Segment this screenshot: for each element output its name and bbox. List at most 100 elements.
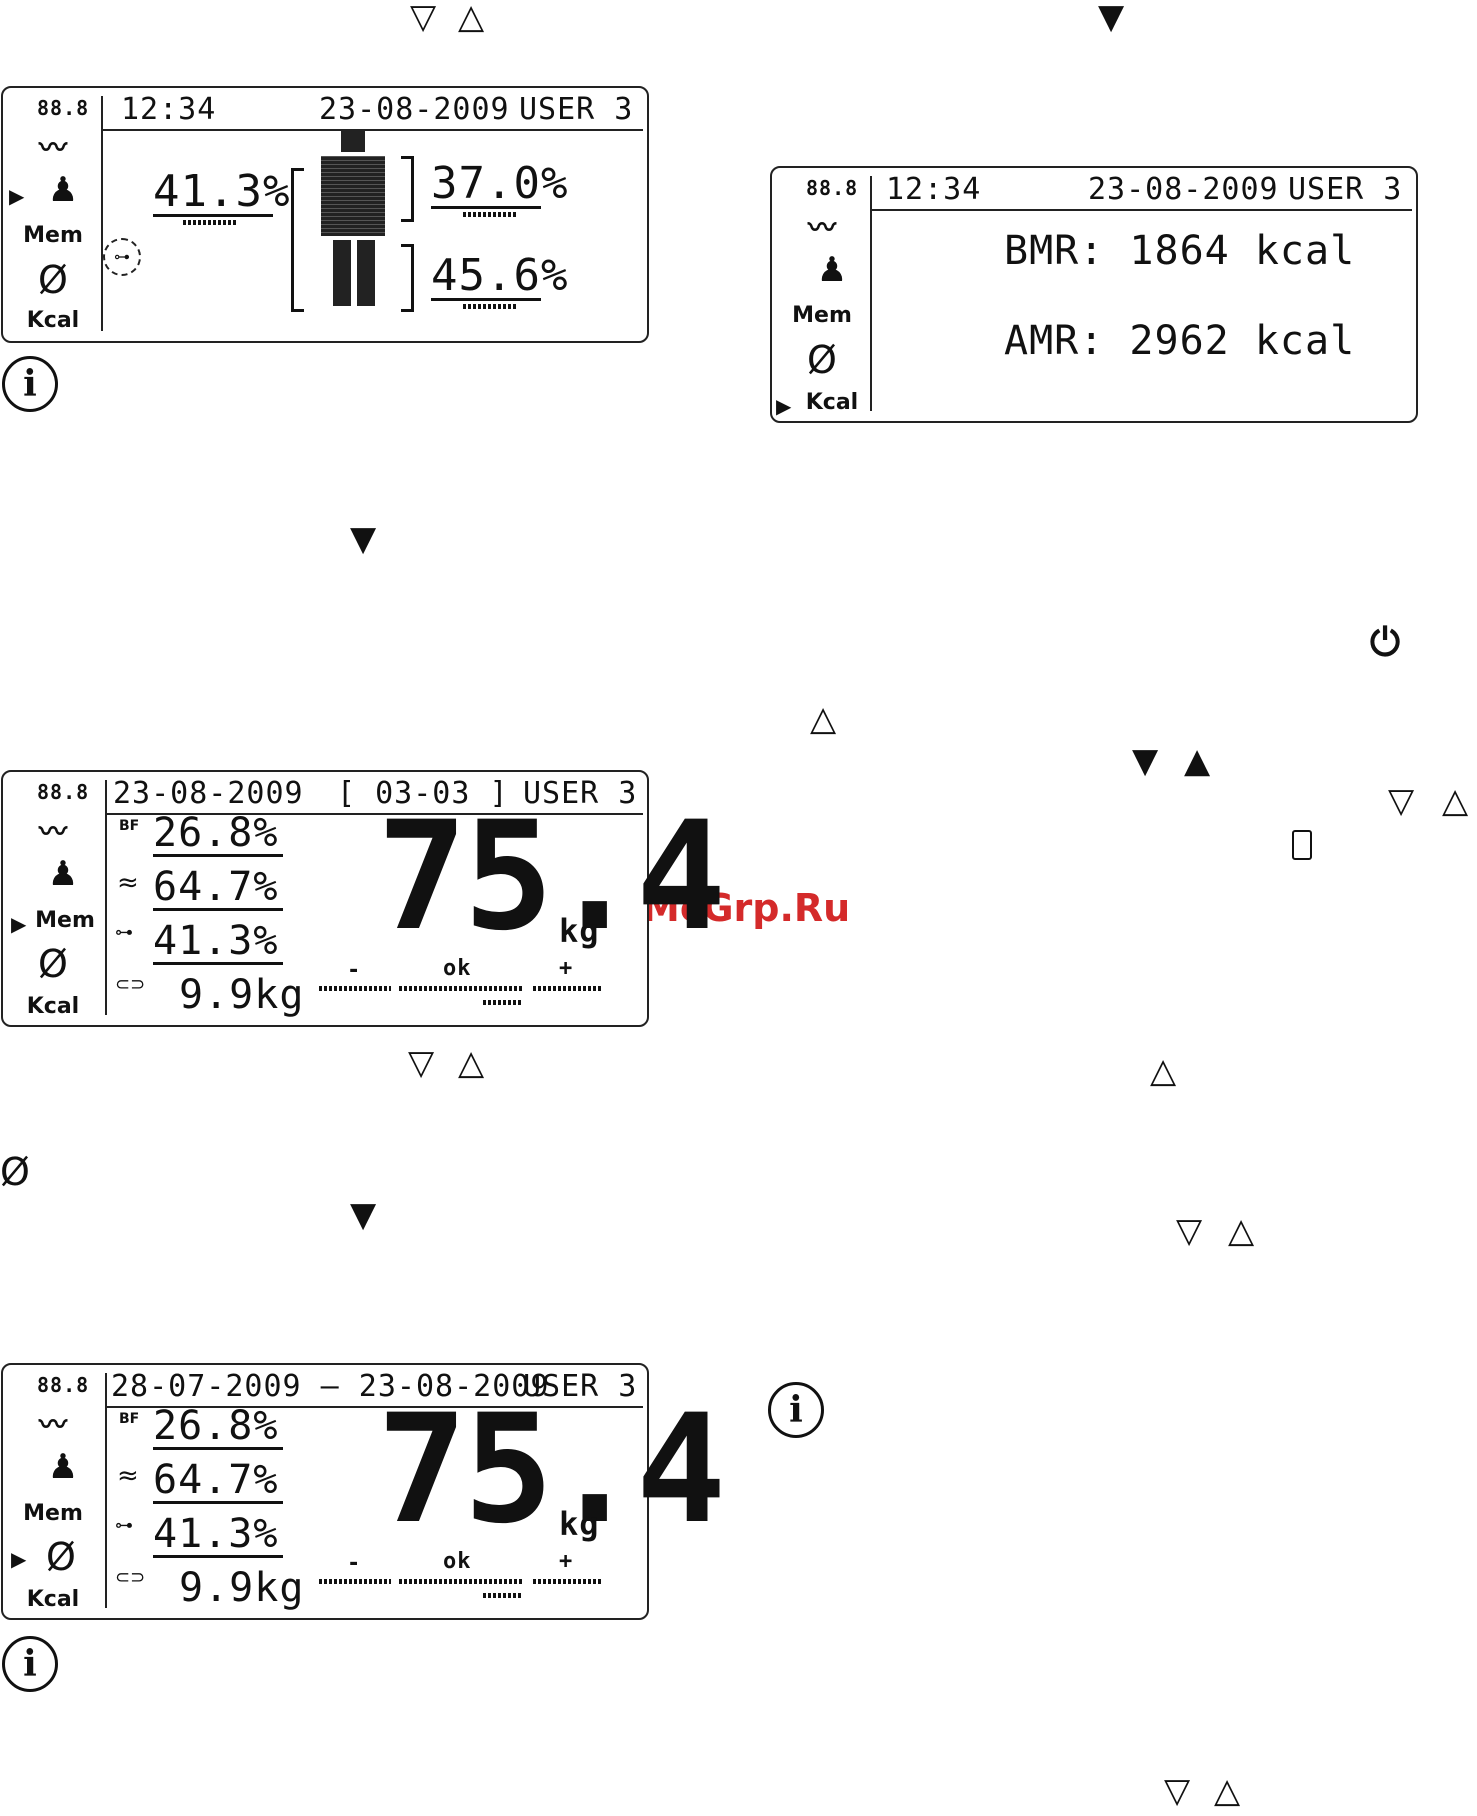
weight-curve-icon: 〰 (38, 1408, 67, 1441)
user-display: USER 3 (1288, 172, 1403, 207)
scale-minus-label: - (347, 1551, 362, 1576)
weight-unit: kg (559, 912, 600, 950)
bone-icon: ⊂⊃ (115, 974, 146, 995)
down-filled-arrow-icon: ▼ (1132, 741, 1159, 781)
up-outline-arrow-icon: △ (1214, 1771, 1241, 1811)
info-icon: i (2, 356, 58, 412)
muscle-icon: ⊶ (115, 1515, 133, 1536)
kcal-label: Kcal (26, 308, 80, 333)
mem-label: Mem (23, 1501, 83, 1526)
user-display: USER 3 (523, 1369, 638, 1404)
average-icon: Ø (38, 258, 68, 302)
weight-curve-icon: 〰 (38, 815, 67, 848)
scale-minus-bar (319, 1579, 391, 1584)
water-icon: ≈ (117, 868, 139, 898)
lcd-display-kcal: 88.8 12:34 23-08-2009 USER 3 〰 ♟ Mem Ø ▶… (770, 166, 1418, 423)
weight-value: 75.4 (377, 1383, 726, 1557)
segment-test-indicator: 88.8 (37, 96, 90, 120)
body-head-icon (341, 130, 365, 152)
bone-icon: ⊂⊃ (115, 1567, 146, 1588)
mem-label: Mem (35, 908, 95, 933)
scale-plus-label: + (559, 1549, 574, 1574)
scale-ok-label: ok (443, 1549, 472, 1574)
body-left-leg-icon (333, 240, 351, 306)
kcal-label: Kcal (26, 1587, 80, 1612)
amr-value: AMR: 2962 kcal (1004, 318, 1356, 364)
scale-ok-label: ok (443, 956, 472, 981)
segment-test-indicator: 88.8 (806, 176, 859, 200)
lcd-display-memory: 88.8 23-08-2009 [ 03-03 ] USER 3 〰 ♟ ▶ M… (1, 770, 726, 1027)
scale-plus-bar (533, 986, 603, 991)
up-outline-arrow-icon: △ (458, 1043, 485, 1083)
body-composition-icon: ♟ (47, 170, 79, 210)
segment-test-indicator: 88.8 (37, 1373, 90, 1397)
down-outline-arrow-icon: ▽ (1388, 781, 1415, 821)
bracket-upper-right-icon (401, 156, 414, 222)
body-fat-value: 26.8% (153, 810, 279, 856)
lower-body-percent-value: 45.6% (431, 250, 569, 301)
body-fat-label: BF (119, 1411, 140, 1427)
segment-test-indicator: 88.8 (37, 780, 90, 804)
kcal-label: Kcal (26, 994, 80, 1019)
body-right-leg-icon (357, 240, 375, 306)
weight-curve-icon: 〰 (38, 131, 67, 164)
body-composition-icon: ♟ (47, 1447, 79, 1487)
date-range-display: 28-07-2009 — 23-08-2009 (111, 1369, 550, 1404)
average-icon: Ø (46, 1535, 76, 1579)
pointer-arrow-icon: ▶ (776, 394, 792, 418)
body-fat-value: 26.8% (153, 1403, 279, 1449)
up-outline-arrow-icon: △ (1150, 1051, 1177, 1091)
memory-slot-display: [ 03-03 ] (337, 776, 509, 811)
time-display: 12:34 (121, 92, 217, 127)
water-icon: ≈ (117, 1461, 139, 1491)
user-display: USER 3 (523, 776, 638, 811)
lcd-display-body-composition: 88.8 12:34 23-08-2009 USER 3 〰 ▶ ♟ Mem Ø… (1, 86, 649, 343)
average-icon: Ø (38, 942, 68, 986)
muscle-icon: ⊶ (115, 922, 133, 943)
down-filled-arrow-icon: ▼ (1098, 0, 1125, 37)
watermark: McGrp.Ru (642, 886, 851, 930)
body-composition-icon: ♟ (816, 250, 848, 290)
down-filled-arrow-icon: ▼ (350, 519, 377, 559)
bracket-left-icon (291, 168, 304, 312)
down-filled-arrow-icon: ▼ (350, 1195, 377, 1235)
battery-icon (1292, 830, 1312, 860)
down-outline-arrow-icon: ▽ (1176, 1211, 1203, 1251)
scale-minus-label: - (347, 958, 362, 983)
scale-ok-bar (399, 1579, 523, 1584)
time-display: 12:34 (886, 172, 982, 207)
mem-label: Mem (792, 303, 852, 328)
up-filled-arrow-icon: ▲ (1184, 741, 1211, 781)
date-display: 23-08-2009 (113, 776, 304, 811)
kcal-label: Kcal (805, 390, 859, 415)
bone-value: 9.9kg (179, 972, 305, 1018)
scale-plus-label: + (559, 956, 574, 981)
average-icon: Ø (807, 338, 837, 382)
user-display: USER 3 (519, 92, 634, 127)
bracket-lower-right-icon (401, 244, 414, 312)
date-display: 23-08-2009 (1088, 172, 1279, 207)
weight-value: 75.4 (377, 790, 726, 964)
info-icon: i (768, 1382, 824, 1438)
muscle-icon: ⊶ (103, 238, 141, 276)
body-fat-label: BF (119, 818, 140, 834)
up-outline-arrow-icon: △ (458, 0, 485, 37)
info-icon: i (2, 1636, 58, 1692)
weight-unit: kg (559, 1505, 600, 1543)
weight-curve-icon: 〰 (807, 211, 836, 244)
down-outline-arrow-icon: ▽ (408, 1043, 435, 1083)
up-outline-arrow-icon: △ (1228, 1211, 1255, 1251)
muscle-percent-value: 41.3% (153, 166, 291, 217)
water-value: 64.7% (153, 1457, 279, 1503)
down-outline-arrow-icon: ▽ (1164, 1771, 1191, 1811)
body-torso-icon (321, 156, 385, 236)
down-outline-arrow-icon: ▽ (410, 0, 437, 37)
date-display: 23-08-2009 (319, 92, 510, 127)
water-value: 64.7% (153, 864, 279, 910)
pointer-arrow-icon: ▶ (11, 912, 27, 936)
average-icon: Ø (0, 1150, 30, 1194)
body-composition-icon: ♟ (47, 854, 79, 894)
scale-indicator (483, 1593, 523, 1598)
pointer-arrow-icon: ▶ (9, 184, 25, 208)
scale-indicator (483, 1000, 523, 1005)
